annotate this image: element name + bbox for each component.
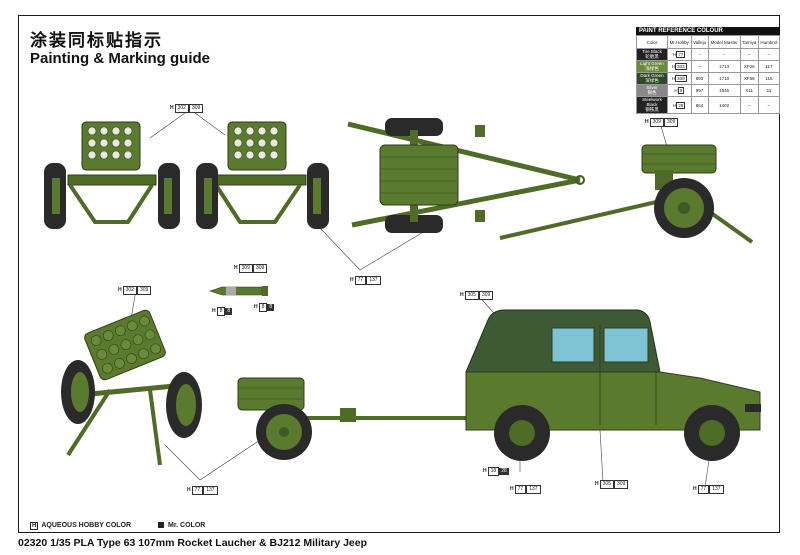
rocket-projectile xyxy=(209,286,268,296)
legend-mr-color: Mr. COLOR xyxy=(158,522,205,529)
footer-kit-title: 02320 1/35 PLA Type 63 107mm Rocket Lauc… xyxy=(18,537,368,549)
title-english: Painting & Marking guide xyxy=(30,50,211,67)
paint-tamiya: – xyxy=(739,96,759,114)
launcher-front-view-1 xyxy=(44,121,180,229)
paint-table-caption: PAINT REFERENCE COLOUR xyxy=(636,27,780,35)
launcher-isometric-view xyxy=(61,309,202,466)
sheet-border xyxy=(18,15,780,533)
title-chinese: 涂装同标贴指示 xyxy=(30,31,163,51)
paint-vallejo: 864 xyxy=(690,96,709,114)
paint-modelmaster: 1402 xyxy=(707,96,741,114)
paint-humbrol: 117 xyxy=(757,60,781,73)
mr-color-swatch xyxy=(158,522,164,529)
launcher-front-view-2 xyxy=(196,121,329,229)
paint-vallejo: – xyxy=(690,48,709,61)
paint-humbrol: – xyxy=(757,96,781,114)
jeep-bj212 xyxy=(465,309,761,461)
paint-reference-table: PAINT REFERENCE COLOUR Color Mr.Hobby Va… xyxy=(636,27,781,114)
launcher-towed-view xyxy=(237,377,470,460)
launcher-side-view xyxy=(499,144,754,244)
launcher-top-view xyxy=(347,118,585,233)
